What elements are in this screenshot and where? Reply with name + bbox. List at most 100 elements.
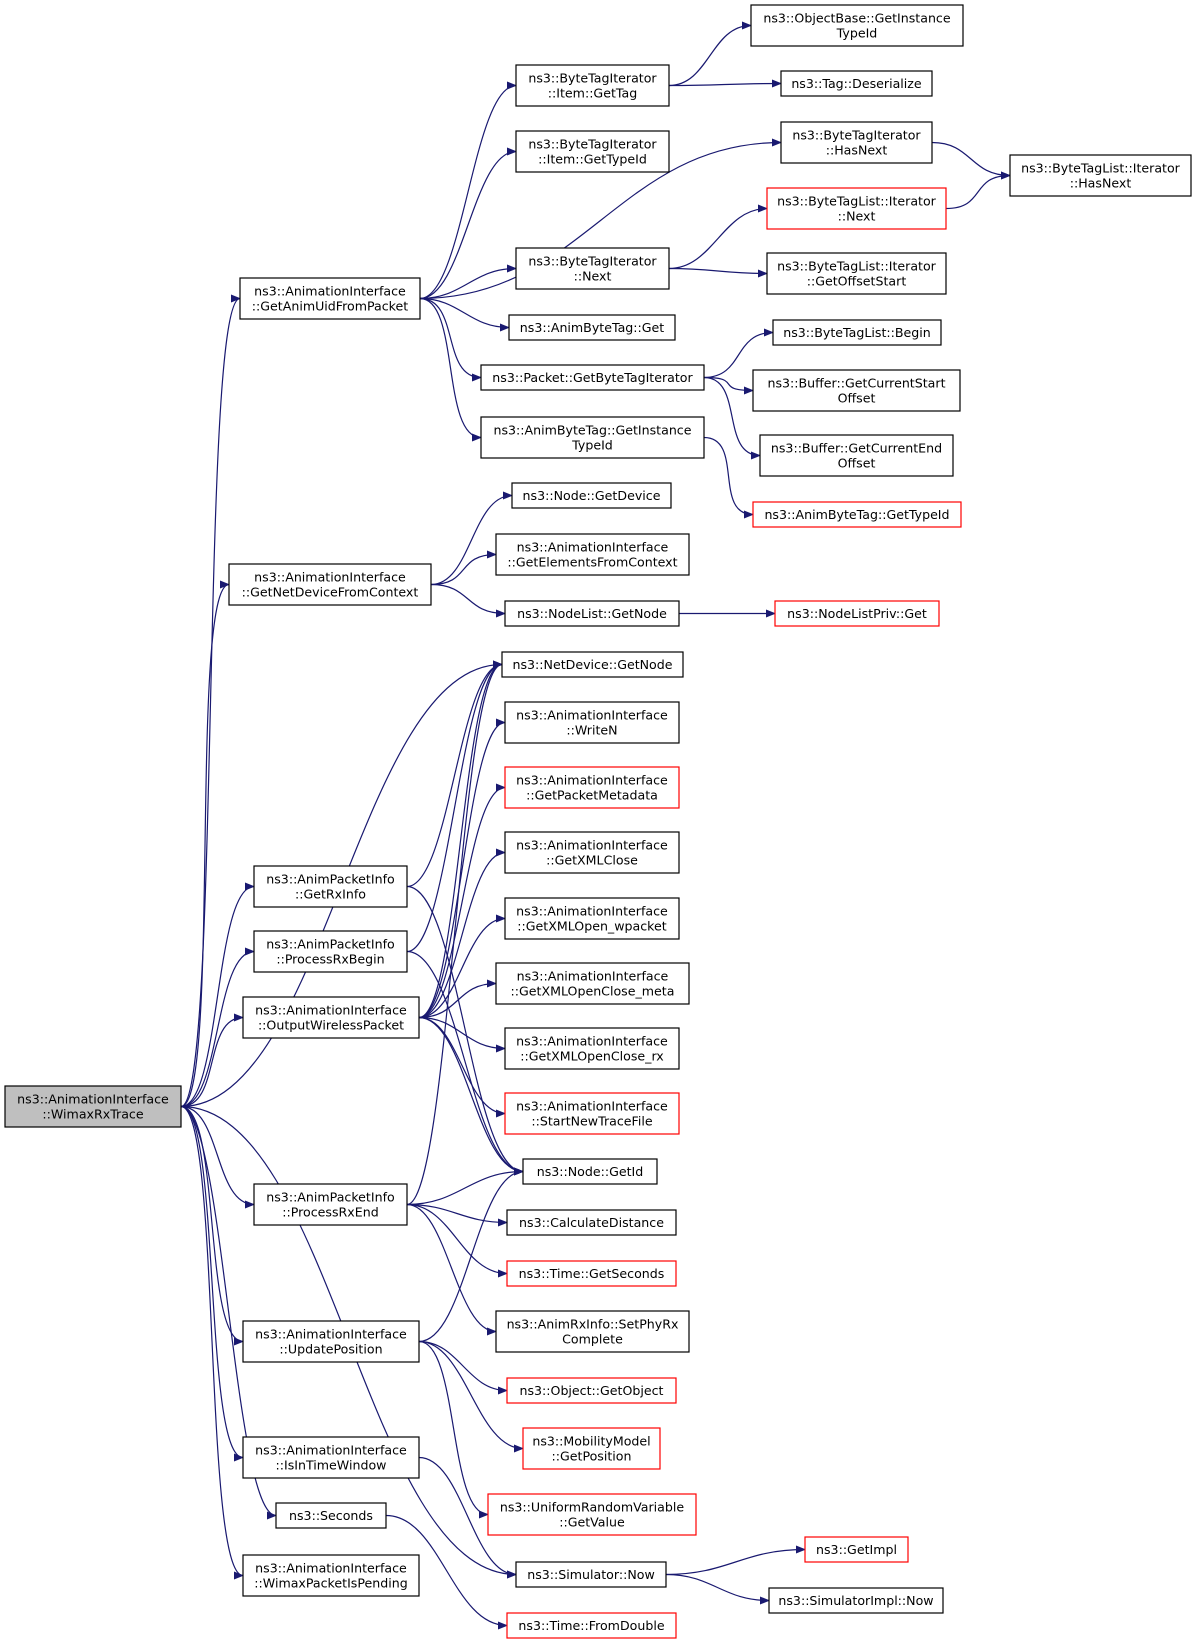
node-label-line: Offset (838, 391, 876, 406)
edge-root-to-getRxInfo (180, 882, 255, 1108)
node-btlBegin[interactable]: ns3::ByteTagList::Begin (772, 319, 942, 346)
edge-simNow-to-simImplNow (665, 1573, 770, 1605)
node-box (504, 701, 680, 744)
node-label-line: ns3::AnimByteTag::Get (520, 320, 664, 335)
edge-isInTimeWindow-to-simNow (418, 1456, 517, 1579)
node-label-line: ::WimaxRxTrace (42, 1107, 143, 1122)
edge-root-to-seconds (180, 1105, 277, 1520)
node-label-line: ns3::ByteTagIterator (528, 254, 657, 269)
node-outputWireless[interactable]: ns3::AnimationInterface::OutputWirelessP… (242, 996, 420, 1039)
node-updatePosition[interactable]: ns3::AnimationInterface::UpdatePosition (242, 1320, 420, 1363)
node-getXMLOpenW[interactable]: ns3::AnimationInterface::GetXMLOpen_wpac… (504, 897, 680, 940)
node-nodeListPrivGet[interactable]: ns3::NodeListPriv::Get (774, 600, 940, 627)
node-label-line: ::GetXMLClose (546, 853, 638, 868)
node-writeN[interactable]: ns3::AnimationInterface::WriteN (504, 701, 680, 744)
node-box (508, 314, 676, 341)
edge-processRxBegin-to-nodeGetId (406, 950, 524, 1176)
node-box (780, 70, 933, 97)
node-seconds[interactable]: ns3::Seconds (275, 1502, 387, 1529)
node-btlIterNext[interactable]: ns3::ByteTagList::Iterator::Next (766, 187, 947, 230)
node-box (480, 416, 705, 459)
node-getXMLClose[interactable]: ns3::AnimationInterface::GetXMLClose (504, 831, 680, 874)
node-animByteTagGetTypeId[interactable]: ns3::AnimByteTag::GetTypeId (752, 501, 962, 528)
node-itemGetTypeId[interactable]: ns3::ByteTagIterator::Item::GetTypeId (515, 130, 670, 173)
edge-getAnimUid-to-btiHasNext (419, 138, 782, 300)
node-label-line: ::GetAnimUidFromPacket (252, 299, 408, 314)
edge-updatePosition-to-objGetObject (418, 1340, 508, 1395)
node-getImpl[interactable]: ns3::GetImpl (804, 1536, 909, 1563)
node-label-line: ::WriteN (566, 723, 617, 738)
node-box (275, 1502, 387, 1529)
node-label-line: ns3::Seconds (289, 1508, 373, 1523)
node-label-line: ::HasNext (1070, 176, 1132, 191)
node-btiHasNext[interactable]: ns3::ByteTagIterator::HasNext (780, 121, 933, 164)
edge-processRxEnd-to-setPhyRx (406, 1203, 497, 1336)
node-box (501, 651, 684, 678)
edge-processRxEnd-to-nodeGetId (406, 1167, 524, 1206)
node-simNow[interactable]: ns3::Simulator::Now (515, 1561, 667, 1588)
node-nodeListGetNode[interactable]: ns3::NodeList::GetNode (504, 600, 680, 627)
node-btlIterHasNext[interactable]: ns3::ByteTagList::Iterator::HasNext (1009, 154, 1192, 197)
node-btlIterGetOffset[interactable]: ns3::ByteTagList::Iterator::GetOffsetSta… (766, 252, 947, 295)
node-getNetDevFromCtx[interactable]: ns3::AnimationInterface::GetNetDeviceFro… (228, 563, 432, 606)
node-itemGetTag[interactable]: ns3::ByteTagIterator::Item::GetTag (515, 64, 670, 107)
node-getRxInfo[interactable]: ns3::AnimPacketInfo::GetRxInfo (253, 865, 408, 908)
node-label-line: ns3::CalculateDistance (519, 1215, 664, 1230)
edge-getNetDevFromCtx-to-getElements (430, 550, 497, 586)
edge-updatePosition-to-mobGetPos (418, 1340, 524, 1453)
node-label-line: ns3::ByteTagIterator (528, 71, 657, 86)
node-mobGetPos[interactable]: ns3::MobilityModel::GetPosition (522, 1427, 661, 1470)
node-getPacketMeta[interactable]: ns3::AnimationInterface::GetPacketMetada… (504, 766, 680, 809)
node-tagDeserialize[interactable]: ns3::Tag::Deserialize (780, 70, 933, 97)
edge-root-to-processRxBegin (180, 947, 255, 1108)
node-isInTimeWindow[interactable]: ns3::AnimationInterface::IsInTimeWindow (242, 1436, 420, 1479)
node-label-line: ::GetRxInfo (295, 887, 366, 902)
edge-itemGetTag-to-tagDeserialize (668, 79, 782, 88)
node-box (766, 252, 947, 295)
node-getByteTagIter[interactable]: ns3::Packet::GetByteTagIterator (480, 364, 705, 391)
node-netDevGetNode[interactable]: ns3::NetDevice::GetNode (501, 651, 684, 678)
node-timeGetSeconds[interactable]: ns3::Time::GetSeconds (506, 1260, 677, 1287)
node-timeFromDouble[interactable]: ns3::Time::FromDouble (506, 1612, 677, 1639)
node-objGetObject[interactable]: ns3::Object::GetObject (506, 1377, 677, 1404)
node-startNewTrace[interactable]: ns3::AnimationInterface::StartNewTraceFi… (504, 1092, 680, 1135)
node-nodeGetId[interactable]: ns3::Node::GetId (522, 1158, 658, 1185)
node-getElements[interactable]: ns3::AnimationInterface::GetElementsFrom… (495, 533, 690, 576)
node-label-line: ::GetXMLOpen_wpacket (517, 919, 666, 934)
edge-outputWireless-to-getPacketMeta (418, 783, 506, 1019)
node-box (1009, 154, 1192, 197)
node-box (506, 1612, 677, 1639)
node-label-line: ns3::Node::GetId (537, 1164, 644, 1179)
node-btiNext[interactable]: ns3::ByteTagIterator::Next (515, 247, 670, 290)
node-box (504, 1092, 680, 1135)
node-getXMLOCRx[interactable]: ns3::AnimationInterface::GetXMLOpenClose… (504, 1027, 680, 1070)
node-animByteTagGet[interactable]: ns3::AnimByteTag::Get (508, 314, 676, 341)
node-getXMLOCMeta[interactable]: ns3::AnimationInterface::GetXMLOpenClose… (495, 962, 690, 1005)
node-box (768, 1587, 944, 1614)
node-uniformGetValue[interactable]: ns3::UniformRandomVariable::GetValue (487, 1493, 697, 1536)
node-processRxEnd[interactable]: ns3::AnimPacketInfo::ProcessRxEnd (253, 1183, 408, 1226)
edge-processRxEnd-to-netDevGetNode (406, 660, 503, 1206)
node-box (495, 1310, 690, 1353)
node-box (480, 364, 705, 391)
node-box (511, 482, 672, 509)
node-nodeGetDevice[interactable]: ns3::Node::GetDevice (511, 482, 672, 509)
node-simImplNow[interactable]: ns3::SimulatorImpl::Now (768, 1587, 944, 1614)
node-label-line: ns3::AnimPacketInfo (266, 1190, 395, 1205)
node-getAnimUid[interactable]: ns3::AnimationInterface::GetAnimUidFromP… (239, 277, 421, 320)
node-calcDistance[interactable]: ns3::CalculateDistance (506, 1209, 677, 1236)
node-wimaxPending[interactable]: ns3::AnimationInterface::WimaxPacketIsPe… (242, 1554, 420, 1597)
node-processRxBegin[interactable]: ns3::AnimPacketInfo::ProcessRxBegin (253, 930, 408, 973)
edge-getByteTagIter-to-btlBegin (703, 328, 774, 379)
node-label-line: ::Next (838, 209, 876, 224)
node-label-line: ns3::AnimPacketInfo (266, 937, 395, 952)
edge-root-to-processRxEnd (180, 1105, 255, 1209)
edge-getAnimUid-to-animByteTagGet (419, 297, 510, 332)
node-root[interactable]: ns3::AnimationInterface::WimaxRxTrace (4, 1085, 182, 1128)
node-label-line: ::Item::GetTypeId (538, 152, 647, 167)
